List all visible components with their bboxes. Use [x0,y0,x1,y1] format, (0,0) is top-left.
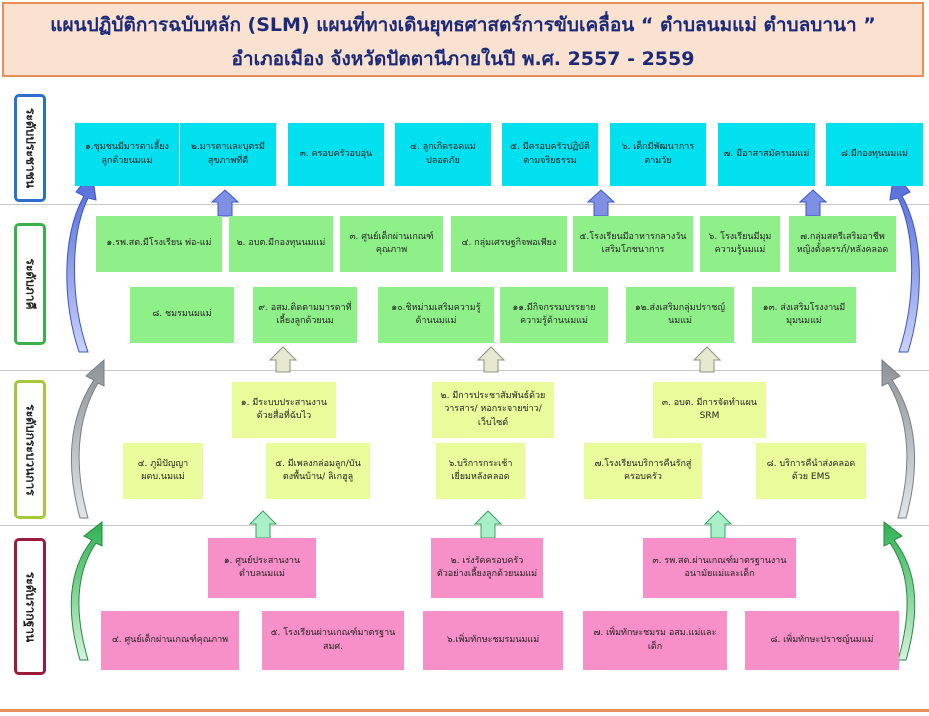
stakeholder-box-1: ๑.รพ.สต.มีโรงเรียน พ่อ-แม่ [96,216,222,272]
stakeholder-box-6: ๖. โรงเรียนมีมุมความรู้นมแม่ [700,216,780,272]
people-box-1: ๑.ชุมชนมีมารดาเลี้ยงลูกด้วยนมแม่ [75,123,179,186]
block-arrow-stakeholder-3 [692,346,722,373]
process-box-5: ๕. มีเพลงกล่อมลูก/บันตงพื้นบ้าน/ ลิเกฮูล… [266,443,370,499]
bottom-border [0,709,929,712]
process-box-7: ๗.โรงเรียนบริการคืนรักสู่ครอบครัว [584,443,702,499]
block-arrow-process-3 [703,510,733,539]
block-arrow-people-2 [586,189,616,217]
block-arrow-process-2 [473,510,503,539]
process-box-4: ๔. ภูมิปัญญาผดบ.นมแม่ [123,443,203,499]
stakeholder-box-5: ๕.โรงเรียนมีอาหารกลางวันเสริมโภชนาการ [573,216,693,272]
stakeholder-box-13: ๑๓. ส่งเสริมโรงงานมีมุมนมแม่ [752,287,856,343]
foundation-box-7: ๗. เพิ่มทักษะชมรม อสม.แม่และเด็ก [583,611,727,670]
process-box-2: ๒. มีการประชาสัมพันธ์ด้วยวารสาร/ หอกระจา… [432,382,554,438]
stakeholder-box-12: ๑๒.ส่งเสริมกลุ่มปราชญ์นมแม่ [626,287,734,343]
people-box-7: ๗. มีอาสาสมัครนมแม่ [718,123,815,186]
block-arrow-process-1 [248,510,278,539]
curved-arrow-right-people [889,170,920,353]
level-label-people: ระดับประชาชน [14,94,46,202]
divider-people-stakeholder [0,204,929,205]
stakeholder-box-8: ๘. ชมรมนมแม่ [130,287,234,343]
divider-stakeholder-process [0,370,929,371]
divider-process-foundation [0,525,929,526]
stakeholder-box-4: ๔. กลุ่มเศรษฐกิจพอเพียง [451,216,567,272]
stakeholder-box-7: ๗.กลุ่มสตรีเสริมอาชีพหญิงตั้งครรภ์/หลังค… [789,216,896,272]
stakeholder-box-3: ๓. ศูนย์เด็กผ่านเกณฑ์คุณภาพ [340,216,443,272]
process-box-3: ๓. อบต. มีการจัดทำแผน SRM [653,382,766,438]
people-box-4: ๔. ลูกเกิดรอดแม่ปลอดภัย [395,123,491,186]
stakeholder-box-2: ๒. อบต.มีกองทุนนมแม่ [229,216,333,272]
people-box-3: ๓. ครอบครัวอบอุ่น [288,123,384,186]
header-banner: แผนปฏิบัติการฉบับหลัก (SLM) แผนที่ทางเดิ… [2,2,924,77]
foundation-box-5: ๕. โรงเรียนผ่านเกณฑ์มาตรฐาน สมศ. [262,611,404,670]
level-label-stakeholder: ระดับภาคี [14,223,46,345]
level-label-process: ระดับกระบวนการ [14,380,46,519]
stakeholder-box-10: ๑๐.ชิหม่ามเสริมความรู้ด้านนมแม่ [378,287,494,343]
curved-arrow-left-people [66,170,97,353]
curved-arrow-right-process [881,358,916,519]
page-subtitle: อำเภอเมือง จังหวัดปัตตานีภายในปี พ.ศ. 25… [231,48,695,70]
foundation-box-4: ๔. ศูนย์เด็กผ่านเกณฑ์คุณภาพ [101,611,239,670]
people-box-2: ๒.มารดาและบุตรมีสุขภาพที่ดี [180,123,276,186]
foundation-box-8: ๘. เพิ่มทักษะปราชญ์นมแม่ [745,611,899,670]
stakeholder-box-11: ๑๑.มีกิจกรรมบรรยายความรู้ด้านนมแม่ [500,287,608,343]
block-arrow-stakeholder-2 [476,346,506,373]
process-box-8: ๘. บริการคืนำส่งคลอดด้วย EMS [756,443,866,499]
curved-arrow-left-process [70,358,105,519]
curved-arrow-right-foundation [883,520,916,661]
foundation-box-6: ๖.เพิ่มทักษะชมรมนมแม่ [423,611,563,670]
people-box-6: ๖. เด็กมีพัฒนาการตามวัย [610,123,706,186]
level-label-foundation: ระดับรากฐาน [14,538,46,675]
block-arrow-stakeholder-1 [268,346,298,373]
block-arrow-people-3 [798,189,828,217]
foundation-box-2: ๒. เร่งรัดครอบครัวตัวอย่างเลี้ยงลูกด้วยน… [431,538,543,598]
foundation-box-3: ๓. รพ.สต.ผ่านเกณฑ์มาตรฐานงานอนามัยแม่และ… [643,538,796,598]
foundation-box-1: ๑. ศูนย์ประสานงานตำบลนมแม่ [208,538,316,598]
people-box-5: ๕. มีครอบครัวปฏิบัติตามจริยธรรม [502,123,598,186]
process-box-1: ๑. มีระบบประสานงานด้วยสื่อที่ฉับไว [232,382,336,438]
stakeholder-box-9: ๙. อสม.ติดตามมารดาที่เลี้ยงลูกด้วยนม [253,287,357,343]
block-arrow-people-1 [210,189,240,217]
curved-arrow-left-foundation [70,520,103,661]
process-box-6: ๖.บริการกระเช้าเยี่ยมหลังคลอด [436,443,525,499]
people-box-8: ๘.มีกองทุนนมแม่ [826,123,923,186]
page-title: แผนปฏิบัติการฉบับหลัก (SLM) แผนที่ทางเดิ… [50,14,876,36]
